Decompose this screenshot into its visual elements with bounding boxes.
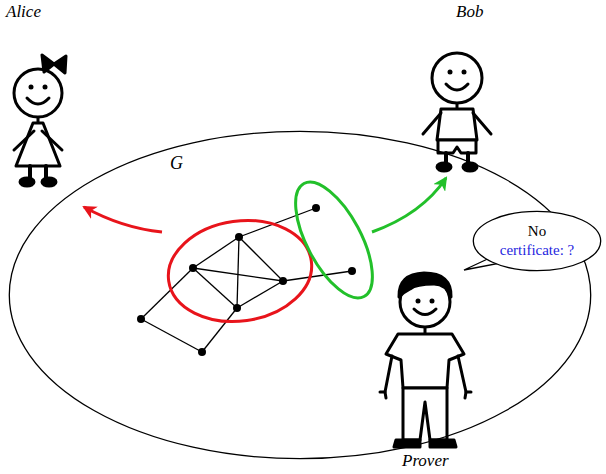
graph-edge (141, 319, 202, 352)
alice-figure (14, 55, 66, 186)
shoe (430, 440, 456, 447)
graph-edge (237, 281, 283, 308)
vertex (312, 204, 320, 212)
head (14, 69, 62, 117)
bubble-certificate: certificate: ? (500, 241, 575, 260)
graph-edge (237, 237, 239, 308)
shorts (438, 140, 476, 153)
bubble-answer: No (500, 222, 575, 241)
vertex (233, 304, 241, 312)
graph-edge (202, 308, 237, 352)
red-arrow (84, 207, 162, 232)
vertex (348, 267, 356, 275)
hair (399, 273, 451, 297)
eye (462, 70, 467, 75)
graph-edge (193, 268, 237, 308)
speech-bubble-outline (472, 210, 602, 272)
hand (465, 392, 471, 398)
vertex (235, 233, 243, 241)
shoe (437, 163, 451, 171)
graph-edge (239, 237, 283, 281)
graph-region: G (8, 130, 592, 460)
shirt (437, 109, 477, 140)
graph-vertices (137, 204, 356, 356)
eye (416, 299, 421, 304)
bow (42, 55, 54, 72)
cut-ellipse (280, 171, 388, 309)
arm (423, 113, 441, 134)
graph-edges (141, 208, 352, 352)
bob-figure (423, 53, 491, 171)
vertex (279, 277, 287, 285)
graph-edge (193, 268, 283, 281)
person-name: Alice (6, 2, 41, 22)
graph-edge (283, 271, 352, 281)
arm (42, 131, 62, 150)
eye (448, 70, 453, 75)
shirt (386, 334, 464, 388)
eye (430, 299, 435, 304)
shoe (42, 178, 56, 186)
speech-bubble-border (473, 211, 600, 270)
graph-edge (239, 208, 316, 237)
person-name: Prover (402, 451, 449, 471)
smile (414, 309, 436, 315)
speech-bubble: Nocertificate: ? (472, 210, 602, 272)
vertex (137, 315, 145, 323)
person-name: Bob (456, 2, 483, 22)
graph-region-border (9, 131, 590, 458)
dress (16, 123, 60, 166)
arm (14, 131, 34, 150)
bow (54, 56, 66, 73)
shoe (394, 440, 420, 447)
graph-region-outline (8, 130, 592, 460)
text-group: Nocertificate: ? (500, 222, 575, 260)
arm (385, 356, 392, 392)
region-name: G (170, 152, 183, 175)
vertex (189, 264, 197, 272)
trousers (403, 388, 447, 440)
arm (458, 356, 466, 392)
smile (446, 84, 468, 90)
clique-ellipse (162, 211, 319, 330)
prover-figure (380, 273, 471, 447)
eye (43, 85, 48, 90)
arm (473, 113, 491, 134)
smile (27, 98, 49, 104)
graph-edge (193, 237, 239, 268)
shoe (20, 178, 34, 186)
hand (380, 392, 386, 398)
eye (29, 85, 34, 90)
head (432, 53, 482, 103)
vertex (198, 348, 206, 356)
green-arrow (372, 178, 446, 232)
